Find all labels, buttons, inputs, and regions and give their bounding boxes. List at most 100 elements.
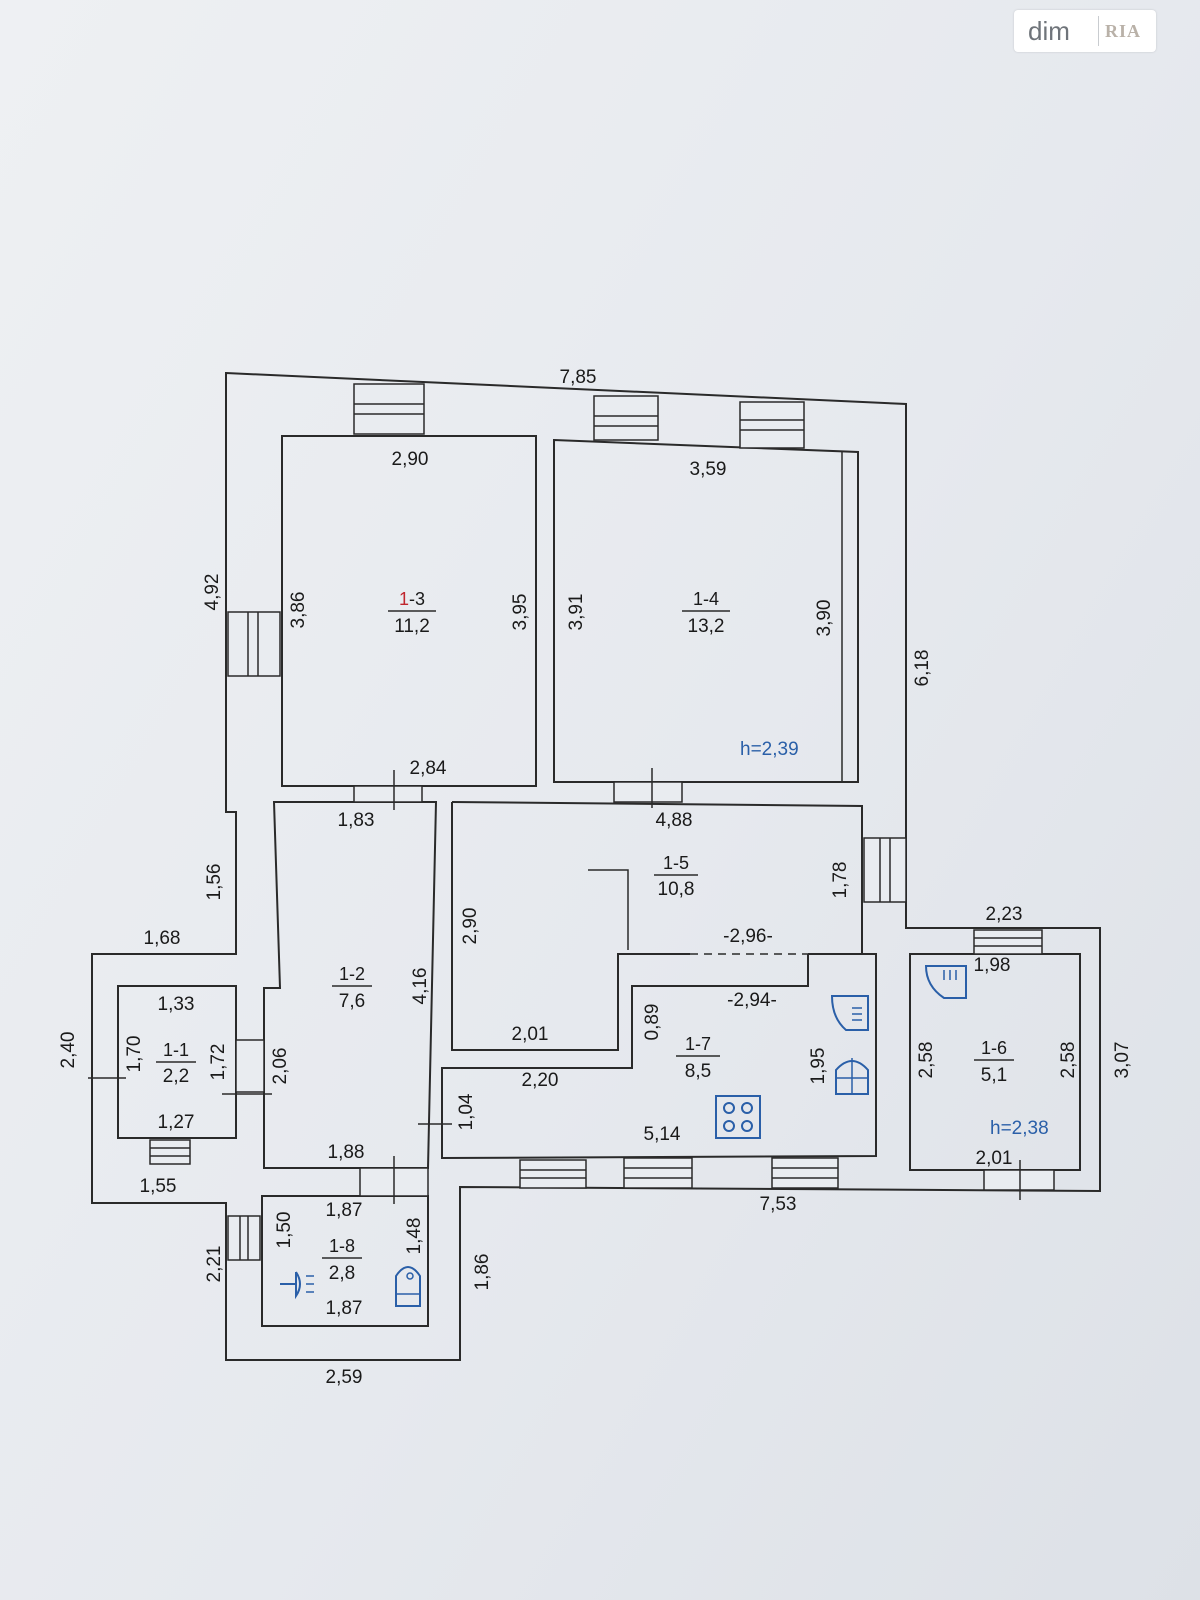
dim-left-upper: 4,92: [202, 574, 223, 611]
room-1-4-label: 1-4 13,2: [682, 589, 730, 637]
watermark-brand: dim: [1028, 15, 1070, 46]
dim-1-8-outer-left: 2,21: [204, 1246, 225, 1283]
dim-1-7-left-top: 2,20: [522, 1070, 559, 1091]
watermark-separator: [1098, 16, 1099, 46]
window-left-1-8: [227, 1215, 261, 1261]
room-1-5-area: 10,8: [658, 879, 695, 900]
watermark-badge: dim RIA: [1014, 10, 1156, 52]
room-1-5-label: 1-5 10,8: [654, 853, 698, 900]
room-1-8-id: 1-8: [329, 1236, 355, 1256]
room-1-8-walls: [261, 1195, 429, 1327]
room-1-4-area: 13,2: [688, 616, 725, 637]
dim-1-8-bottom: 1,87: [326, 1298, 363, 1319]
doorway-1-4: [613, 768, 683, 808]
dim-1-8-top: 1,87: [326, 1200, 363, 1221]
bathtub-icon: [924, 965, 967, 999]
svg-text:1-3: 1-3: [399, 589, 425, 609]
window-top-1-3: [353, 383, 425, 435]
room-1-7-walls: [441, 953, 877, 1160]
dim-1-6-top: 1,98: [974, 955, 1011, 976]
doorway-1-8: [359, 1156, 429, 1204]
dim-1-3-top: 2,90: [392, 449, 429, 470]
shower-icon: [280, 1271, 314, 1300]
dim-1-5-right: 1,78: [830, 862, 851, 899]
room-1-2-id: 1-2: [339, 964, 365, 984]
doorway-1-3: [353, 770, 423, 810]
room-1-1-label: 1-1 2,2: [156, 1040, 196, 1087]
window-top-1-4-left: [593, 395, 659, 441]
dim-1-6-outer-right: 3,07: [1112, 1042, 1133, 1079]
dim-1-1-bottom: 1,27: [158, 1112, 195, 1133]
dim-1-1-right: 1,72: [208, 1044, 229, 1081]
dim-1-4-right: 3,90: [814, 600, 835, 637]
room-1-6-label: 1-6 5,1: [974, 1038, 1014, 1086]
dim-1-7-top: -2,94-: [727, 990, 777, 1011]
dim-1-3-bottom: 2,84: [410, 758, 447, 779]
window-bottom-1-6: [983, 1169, 1055, 1191]
dim-1-1-left: 1,70: [124, 1036, 145, 1073]
room-1-2-walls: [263, 801, 438, 1169]
room-1-2-label: 1-2 7,6: [332, 964, 372, 1012]
dim-1-2-top: 1,83: [338, 810, 375, 831]
window-bottom-1-7-c: [771, 1157, 839, 1189]
dim-1-4-top: 3,59: [690, 459, 727, 480]
dim-1-6-outer-top: 2,23: [986, 904, 1023, 925]
dim-1-4-left: 3,91: [566, 594, 587, 631]
window-top-1-4-right: [739, 401, 805, 449]
doorway-1-1: [222, 1039, 272, 1095]
room-1-5-partition: [588, 869, 629, 950]
dim-1-8-right: 1,48: [404, 1218, 425, 1255]
dim-1-7-step: 0,89: [642, 1004, 663, 1041]
dim-right-upper: 6,18: [912, 650, 933, 687]
room-1-3-label: 1-3 11,2: [388, 589, 436, 637]
dim-1-5-left: 2,90: [460, 908, 481, 945]
window-bottom-1-7-a: [519, 1159, 587, 1189]
dim-1-6-bottom: 2,01: [976, 1148, 1013, 1169]
boiler-icon: [835, 1058, 869, 1095]
room-1-5-id: 1-5: [663, 853, 689, 873]
dim-1-7-bottom: 5,14: [644, 1124, 681, 1145]
toilet-icon: [395, 1266, 421, 1307]
dim-bottom-overall: 7,53: [760, 1194, 797, 1215]
dim-1-1-outer-bottom: 1,55: [140, 1176, 177, 1197]
watermark-logo: RIA: [1105, 20, 1142, 41]
room-1-8-area: 2,8: [329, 1263, 355, 1284]
room-1-7-label: 1-7 8,5: [676, 1034, 720, 1082]
room-1-5-walls: [451, 801, 863, 955]
room-1-7-id: 1-7: [685, 1034, 711, 1054]
height-label-1-6: h=2,38: [990, 1118, 1049, 1139]
dim-left-step: 1,68: [144, 928, 181, 949]
dim-1-3-right: 3,95: [510, 594, 531, 631]
dim-1-7-left: 1,04: [456, 1093, 477, 1130]
room-1-4-id: 1-4: [693, 589, 719, 609]
room-1-3-area: 11,2: [394, 616, 430, 637]
room-1-3-id-suffix: -3: [409, 589, 425, 609]
room-1-6-id: 1-6: [981, 1038, 1007, 1058]
room-1-1-area: 2,2: [163, 1066, 189, 1087]
dim-left-middle: 1,56: [204, 864, 225, 901]
dim-top-overall: 7,85: [560, 367, 597, 388]
dim-1-8-outer-right: 1,86: [472, 1254, 493, 1291]
dim-1-1-top: 1,33: [158, 994, 195, 1015]
room-1-2-area: 7,6: [339, 991, 365, 1012]
kitchen-sink-icon: [830, 995, 869, 1031]
room-1-6-area: 5,1: [981, 1065, 1007, 1086]
dim-1-8-outer-bottom: 2,59: [326, 1367, 363, 1388]
dim-1-8-left: 1,50: [274, 1212, 295, 1249]
room-1-8-label: 1-8 2,8: [322, 1236, 362, 1284]
dim-1-6-right: 2,58: [1058, 1042, 1079, 1079]
room-1-5-lower-walls: [451, 802, 690, 1051]
dim-1-6-left: 2,58: [916, 1042, 937, 1079]
dim-1-5-top: 4,88: [656, 810, 693, 831]
dim-1-1-outer-left: 2,40: [58, 1032, 79, 1069]
room-1-1-id: 1-1: [163, 1040, 189, 1060]
dim-1-3-left: 3,86: [288, 592, 309, 629]
dim-1-2-right: 4,16: [410, 968, 431, 1005]
dim-1-5-bottom: 2,01: [512, 1024, 549, 1045]
dim-1-5-inner: -2,96-: [723, 926, 773, 947]
window-left-1-3: [227, 611, 281, 677]
window-bottom-1-7-b: [623, 1157, 693, 1189]
window-bottom-1-1: [149, 1139, 191, 1165]
dim-1-2-bottom: 1,88: [328, 1142, 365, 1163]
